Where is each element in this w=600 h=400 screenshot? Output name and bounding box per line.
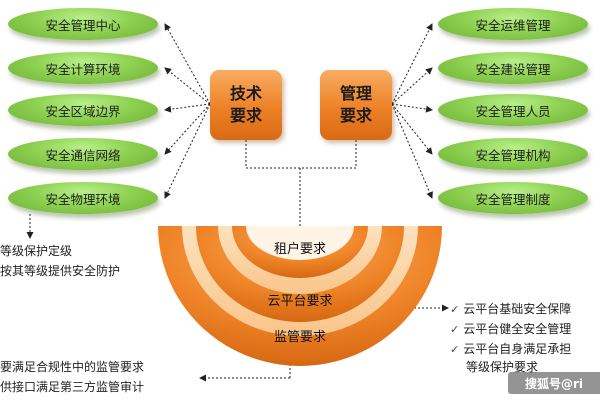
watermark: 搜狐号@ri <box>508 372 600 394</box>
regulatory-requirements-label: 监管要求 <box>273 330 326 345</box>
mgmt-item-4: 安全管理机构 <box>438 138 588 170</box>
mgmt-arrows <box>391 23 433 199</box>
mgmt-item-3: 安全管理人员 <box>438 94 588 126</box>
bottom-note-2: 供接口满足第三方监管审计 <box>0 380 145 394</box>
right-bullet-2-text: 云平台健全安全管理 <box>463 322 572 336</box>
tech-item-5: 安全物理环境 <box>8 182 158 214</box>
tech-requirements-box: 技术要求 <box>210 70 282 140</box>
right-bullet-2: ✓云平台健全安全管理 <box>450 320 571 337</box>
mgmt-box-line1: 管理 <box>339 84 372 103</box>
tech-item-3: 安全区域边界 <box>8 94 158 126</box>
mgmt-requirements-box: 管理要求 <box>320 70 392 140</box>
cloud-platform-requirements-label: 云平台要求 <box>267 294 333 309</box>
left-note-1: 等级保护定级 <box>0 244 73 258</box>
check-icon: ✓ <box>450 303 460 316</box>
ring-connectors <box>26 140 449 382</box>
mgmt-item-2: 安全建设管理 <box>438 52 588 84</box>
tech-item-4: 安全通信网络 <box>8 138 158 170</box>
left-note-2: 按其等级提供安全防护 <box>0 264 121 278</box>
mgmt-box-line2: 要求 <box>339 106 372 125</box>
right-bullet-3-text: 云平台自身满足承担 <box>463 342 572 356</box>
bottom-note-1: 要满足合规性中的监管要求 <box>0 360 145 374</box>
mgmt-item-1: 安全运维管理 <box>438 8 588 40</box>
right-bullet-3: ✓云平台自身满足承担 <box>450 340 571 357</box>
mgmt-item-5: 安全管理制度 <box>438 182 588 214</box>
right-bullet-1-text: 云平台基础安全保障 <box>463 302 572 316</box>
right-bullet-1: ✓云平台基础安全保障 <box>450 300 571 317</box>
tenant-requirements-label: 租户要求 <box>273 242 326 257</box>
right-bullet-3-cont: 等级保护要求 <box>466 360 539 374</box>
requirement-rings <box>158 226 442 366</box>
tech-item-1: 安全管理中心 <box>8 8 158 40</box>
tech-box-line2: 要求 <box>229 106 262 125</box>
check-icon: ✓ <box>450 343 460 356</box>
check-icon: ✓ <box>450 323 460 336</box>
tech-box-line1: 技术 <box>229 84 262 103</box>
tech-arrows <box>164 23 211 199</box>
tech-item-2: 安全计算环境 <box>8 52 158 84</box>
